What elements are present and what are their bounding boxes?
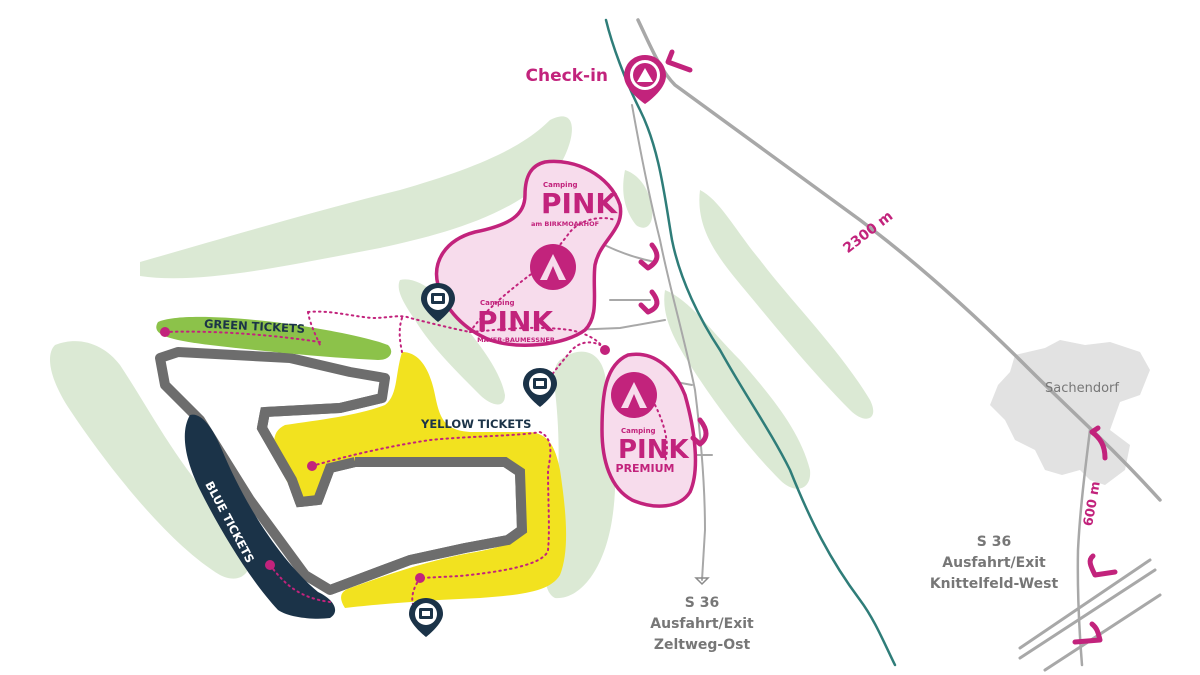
walking-path bbox=[398, 317, 403, 353]
highway bbox=[1043, 593, 1162, 672]
direction-arrow-icon bbox=[638, 242, 660, 271]
blue-ticket-area[interactable] bbox=[184, 414, 336, 619]
campsite-label-name: PINK bbox=[541, 187, 618, 220]
path-endpoint-dot bbox=[160, 327, 170, 337]
tent-icon bbox=[611, 372, 657, 418]
walking-path bbox=[311, 430, 552, 579]
tent-icon bbox=[530, 244, 576, 290]
forest-area bbox=[623, 170, 653, 228]
track-segment bbox=[328, 457, 528, 595]
campsite-label-small: Camping bbox=[621, 427, 656, 435]
green-ticket-area[interactable] bbox=[156, 316, 392, 360]
track-segment bbox=[256, 393, 384, 508]
direction-arrow-icon bbox=[1072, 621, 1103, 645]
campsite-label-small: Camping bbox=[543, 181, 578, 189]
path-endpoint-dot bbox=[307, 461, 317, 471]
walking-path bbox=[411, 577, 421, 611]
walking-path bbox=[307, 310, 606, 351]
exit-marker-icon bbox=[694, 577, 710, 586]
campsite-label-sub: MAYER-BAUMESSNER bbox=[477, 336, 555, 344]
exit-road bbox=[1076, 428, 1092, 667]
direction-arrow-icon bbox=[690, 417, 709, 447]
path-endpoint-dot bbox=[265, 560, 275, 570]
town-label: Sachendorf bbox=[1045, 381, 1119, 396]
direction-arrow-icon bbox=[1089, 425, 1108, 461]
ticket-pin-icon[interactable] bbox=[421, 283, 455, 322]
path-endpoint-dot bbox=[600, 345, 610, 355]
walking-path bbox=[469, 217, 616, 333]
forest-area bbox=[140, 116, 572, 279]
exit-label-line: Ausfahrt/Exit bbox=[942, 555, 1046, 571]
campsite-label-name: PINK bbox=[618, 435, 689, 465]
campsite-label-small: Camping bbox=[480, 299, 515, 307]
walking-path bbox=[307, 311, 321, 346]
direction-arrow-icon bbox=[665, 49, 693, 73]
exit-label-line: Knittelfeld-West bbox=[930, 576, 1059, 592]
highway bbox=[1018, 568, 1157, 660]
forest-area bbox=[50, 341, 251, 579]
checkin-pin-icon[interactable] bbox=[624, 55, 666, 104]
ticket-pin-icon[interactable] bbox=[523, 368, 557, 407]
exit-label-line: Zeltweg-Ost bbox=[654, 637, 751, 653]
distance-label: 600 m bbox=[1081, 480, 1104, 527]
direction-arrow-icon bbox=[1087, 553, 1118, 578]
forest-area bbox=[398, 279, 505, 405]
checkin-label: Check-in bbox=[526, 66, 608, 86]
exit-label-line: S 36 bbox=[685, 595, 719, 611]
path-endpoint-dot bbox=[415, 573, 425, 583]
side-road bbox=[631, 104, 706, 581]
walking-paths bbox=[164, 217, 668, 611]
yellow-tickets-label: YELLOW TICKETS bbox=[420, 417, 531, 431]
yellow-ticket-area[interactable] bbox=[274, 352, 567, 608]
ticket-pin-icon[interactable] bbox=[409, 598, 443, 637]
forest-area bbox=[699, 190, 874, 419]
walking-path bbox=[269, 564, 331, 603]
campsite-label-name: PINK bbox=[477, 305, 554, 338]
campsite-area-main[interactable] bbox=[434, 159, 623, 347]
campsite-label-sub: am BIRKMOARHOF bbox=[531, 220, 599, 228]
walking-path bbox=[164, 330, 321, 343]
exit-label-line: S 36 bbox=[977, 534, 1011, 550]
forest-areas bbox=[50, 116, 874, 599]
green-tickets-label: GREEN TICKETS bbox=[204, 317, 306, 336]
highway bbox=[1018, 558, 1152, 650]
exit-label-line: Ausfahrt/Exit bbox=[650, 616, 754, 632]
campsite-label-sub: PREMIUM bbox=[616, 462, 675, 475]
river bbox=[604, 18, 897, 667]
walking-path bbox=[654, 404, 668, 463]
direction-arrow-icon bbox=[638, 289, 660, 315]
distance-label: 2300 m bbox=[840, 208, 896, 257]
